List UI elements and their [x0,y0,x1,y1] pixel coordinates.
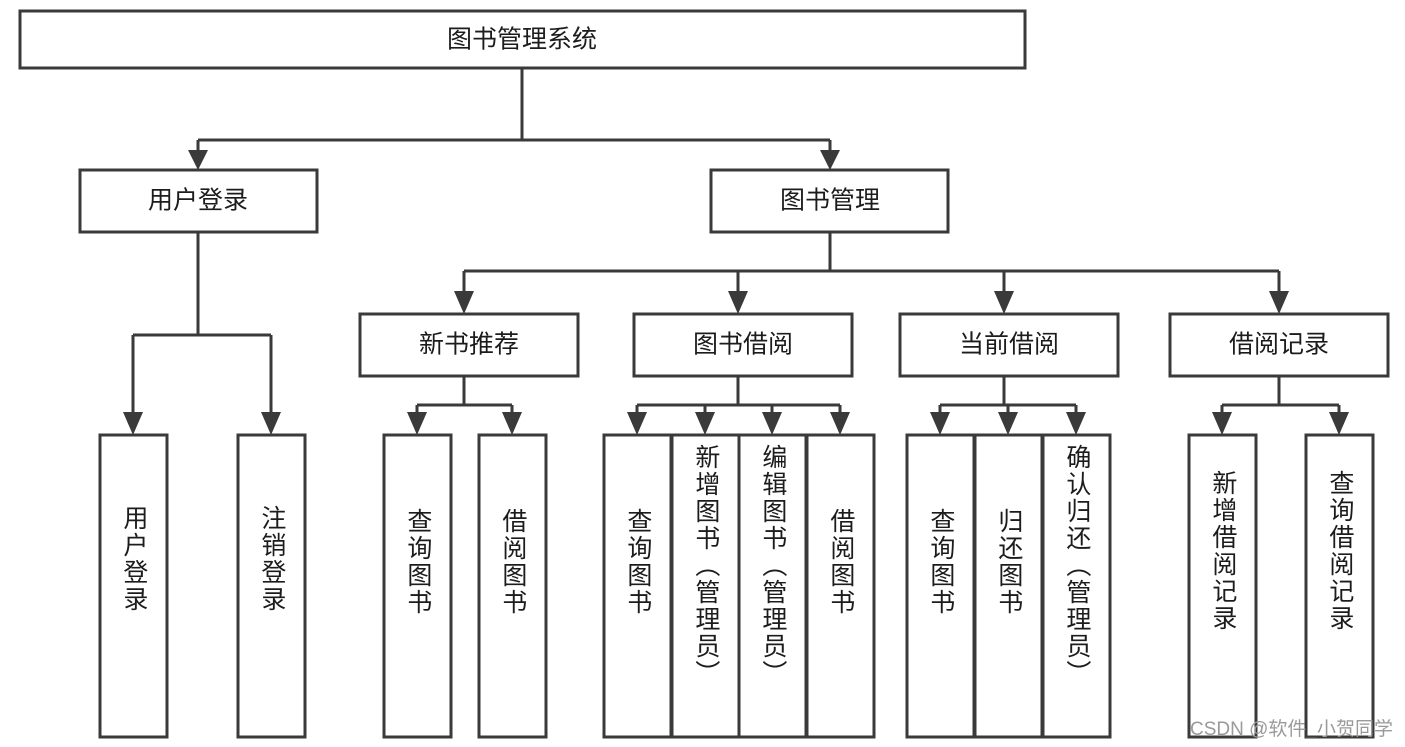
arrow-head-leaf-query-book-3 [930,412,950,435]
node-leaf-query-book-1[interactable] [382,433,453,739]
node-book-borrow-label: 图书借阅 [693,331,793,359]
arrow-head-leaf-query-book-1 [407,412,427,435]
node-book-borrow[interactable] [632,312,854,378]
node-leaf-return-book[interactable] [973,433,1044,739]
node-book-management[interactable] [709,168,950,234]
arrow-head-book-borrow [728,291,748,314]
node-leaf-logout[interactable] [236,433,307,739]
node-new-book-recommend-label: 新书推荐 [419,331,519,359]
node-leaf-confirm-return[interactable] [1041,433,1112,739]
node-user-login[interactable] [78,168,319,234]
node-leaf-user-login[interactable] [98,433,169,739]
node-leaf-query-record[interactable] [1304,433,1375,739]
arrow-head-leaf-query-record [1329,412,1349,435]
arrow-head-leaf-user-login [123,412,143,435]
arrow-head-leaf-logout [261,412,281,435]
nodes-layer: 图书管理系统 用户登录 图书管理 新书推荐 图书借阅 当前借阅 借阅记录 [18,9,1390,739]
connectors-layer [123,68,1349,435]
node-borrow-record[interactable] [1168,312,1390,378]
node-current-borrow[interactable] [898,312,1120,378]
arrow-head-leaf-confirm-return [1066,412,1086,435]
node-leaf-query-book-2[interactable] [602,433,673,739]
node-book-management-label: 图书管理 [780,187,880,215]
node-leaf-borrow-book-2[interactable] [805,433,876,739]
arrow-head-leaf-return-book [998,412,1018,435]
node-leaf-query-book-3[interactable] [905,433,976,739]
node-leaf-add-record[interactable] [1187,433,1258,739]
arrow-head-book-management [820,150,840,170]
arrow-head-user-login [188,150,208,170]
node-borrow-record-label: 借阅记录 [1229,331,1329,359]
node-root[interactable] [18,9,1027,70]
arrow-head-borrow-record [1269,291,1289,314]
arrow-head-current-borrow [994,291,1014,314]
node-leaf-borrow-book-1[interactable] [477,433,548,739]
node-user-login-label: 用户登录 [148,187,248,215]
arrow-head-leaf-borrow-book-1 [502,412,522,435]
arrow-head-leaf-edit-book [762,412,782,435]
node-new-book-recommend[interactable] [358,312,580,378]
node-root-label: 图书管理系统 [447,26,597,54]
arrow-head-leaf-query-book-2 [627,412,647,435]
node-current-borrow-label: 当前借阅 [959,331,1059,359]
arrow-head-leaf-borrow-book-2 [830,412,850,435]
node-leaf-add-book[interactable] [670,433,741,739]
node-leaf-edit-book[interactable] [737,433,808,739]
arrow-head-new-book-recommend [454,291,474,314]
arrow-head-leaf-add-record [1212,412,1232,435]
arrow-head-leaf-add-book [695,412,715,435]
